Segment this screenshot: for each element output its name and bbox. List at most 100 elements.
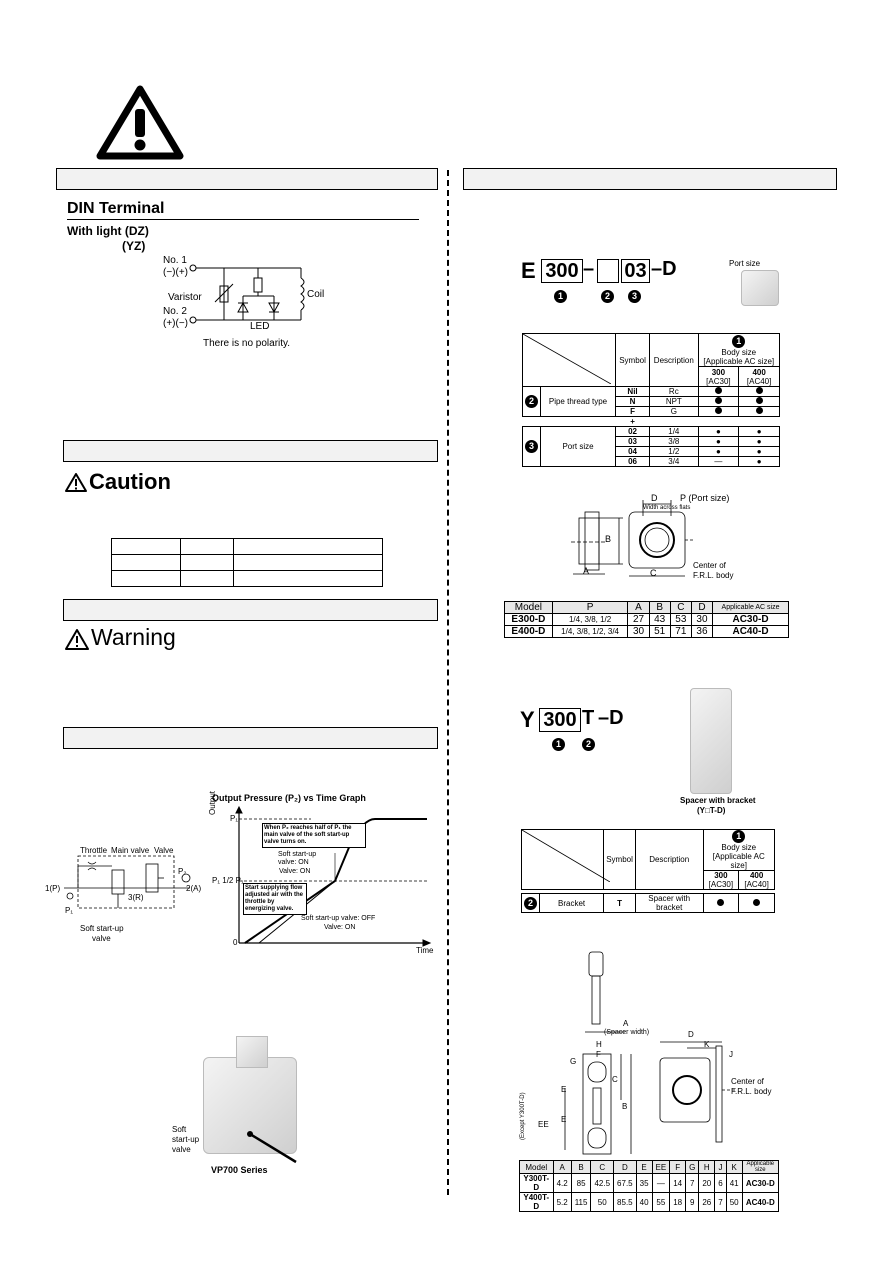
graph-zero: 0 (233, 938, 238, 947)
section-bar-left-4 (63, 727, 438, 749)
graph-title: Output Pressure (P₂) vs Time Graph (212, 793, 366, 803)
y-draw-f: F (596, 1050, 601, 1059)
e-port-sym-2: 04 (614, 446, 651, 457)
y-draw-g: G (570, 1057, 577, 1066)
y-draw-center2: F.R.L. body (731, 1087, 772, 1096)
y-dimension-drawing (564, 951, 735, 1155)
e-thread-desc-1: NPT (649, 396, 699, 407)
caution-label: Caution (89, 469, 171, 494)
e-model-callout-3: 3 (628, 290, 641, 303)
section-bar-left-1 (56, 168, 438, 190)
e-port-sym-3: 06 (614, 456, 651, 467)
y-hdr-body2: [Applicable AC size] (712, 852, 765, 870)
din-yz: (YZ) (122, 239, 146, 253)
e-draw-b: B (605, 534, 612, 544)
circuit-p2b: 2(A) (186, 884, 202, 893)
e-port-desc-2: 1/2 (649, 446, 699, 457)
y-model-callout-2: 2 (582, 738, 595, 751)
y-draw-b: B (622, 1102, 628, 1111)
e-port-c400-1: ● (738, 436, 780, 447)
e-hdr-body2: [Applicable AC size] (703, 356, 775, 366)
y-dim-hdr: E (635, 1160, 653, 1174)
warning-triangle-icon (96, 85, 184, 160)
e-plus: + (630, 417, 635, 426)
y-dim-hdr: A (552, 1160, 572, 1174)
y-dimension-table: Model A B C D E EE F G H J K Applicable … (519, 1160, 780, 1212)
y-col400: 400 (749, 871, 764, 880)
e-spec-table: Symbol Description 1 Body size [Applicab… (522, 332, 781, 467)
e-port-c300-1: ● (697, 436, 740, 447)
e-col300b: [AC30] (706, 376, 731, 386)
graph-note-on2: Valve: ON (279, 868, 311, 875)
e-draw-p: P (Port size) (680, 493, 730, 503)
caution-triangle-icon (65, 473, 87, 492)
y-photo-caption-1: Spacer with bracket (680, 796, 756, 805)
e-model-suffix: –D (651, 258, 677, 280)
y-draw-d: D (688, 1030, 694, 1039)
circuit-p1b: P₁ (65, 906, 74, 915)
e-thread-sym-2: F (614, 406, 651, 417)
empty-spec-table (111, 538, 383, 587)
din-underline (67, 219, 419, 220)
e-thread-sym-0: Nil (614, 386, 651, 397)
y-draw-k: K (704, 1040, 710, 1049)
warning-small-triangle-icon (65, 629, 89, 650)
y-dim-hdr: D (613, 1160, 637, 1174)
e-col400: 400 (752, 367, 766, 377)
y-spec-diagonal (522, 830, 610, 882)
circuit-throttle: Throttle (80, 846, 108, 855)
y-row-label: Bracket (538, 893, 605, 913)
y-dim-hdr: K (725, 1160, 743, 1174)
section-bar-left-3 (63, 599, 438, 621)
e-dot-icon (714, 387, 722, 394)
e-dot-icon (714, 397, 722, 404)
e-col300: 300 (711, 367, 726, 377)
y-bracket-photo (690, 688, 732, 794)
graph-ylabel: Output (208, 790, 217, 815)
graph-note-off2: Valve: ON (324, 924, 356, 931)
y-draw-h: H (596, 1040, 602, 1049)
circuit-r3: 3(R) (128, 893, 144, 902)
y-dim-hdr: H (698, 1160, 716, 1174)
e-dim-hdr: Applicable AC size (712, 601, 789, 614)
e-thread-desc-2: G (649, 406, 699, 417)
e-port-c300-3: — (697, 456, 740, 467)
e-dimension-table: Model P A B C D Applicable AC size E300-… (504, 601, 789, 638)
y-dim-hdr: Applicable size (741, 1160, 780, 1174)
din-no-polarity: There is no polarity. (203, 338, 291, 349)
section-bar-left-2 (63, 440, 438, 462)
e-dot-icon (714, 407, 722, 414)
e-port-c300-2: ● (697, 446, 740, 457)
y-model-callout-1: 1 (552, 738, 565, 751)
vp700-label-1: Soft (172, 1125, 187, 1134)
y-dot-icon (753, 898, 761, 906)
e-dot-icon (755, 397, 763, 404)
y-col300b: [AC30] (708, 880, 734, 889)
e-col400b: [AC40] (746, 376, 772, 386)
e-dim-hdr: A (627, 601, 650, 614)
y-dim-hdr: B (570, 1160, 592, 1174)
e-hdr-symbol: Symbol (614, 333, 651, 387)
e-dot-icon (755, 407, 763, 414)
e-row-callout-3: 3 (525, 440, 538, 453)
e-dim-hdr: D (690, 601, 714, 614)
y-col400b: [AC40] (744, 880, 769, 889)
y-model-t: T (582, 707, 595, 729)
circuit-soft: Soft start-up (80, 924, 124, 933)
e-dimension-drawing (571, 500, 695, 577)
e-port-desc-3: 3/4 (649, 456, 699, 467)
e-draw-c: C (650, 568, 657, 578)
din-title: DIN Terminal (67, 200, 165, 217)
e-dot-icon (755, 387, 763, 394)
e-port-c400-2: ● (738, 446, 780, 457)
e-port-sym-0: 02 (614, 426, 651, 437)
e-draw-center1: Center of (693, 561, 726, 570)
vp700-series: VP700 Series (211, 1165, 268, 1175)
graph-note-top: When P₂ reaches half of P₁ the main valv… (262, 823, 366, 848)
din-no1: No. 1 (163, 255, 187, 266)
y-dim-hdr: Model (519, 1160, 554, 1174)
e-model-callout-1: 1 (554, 290, 567, 303)
